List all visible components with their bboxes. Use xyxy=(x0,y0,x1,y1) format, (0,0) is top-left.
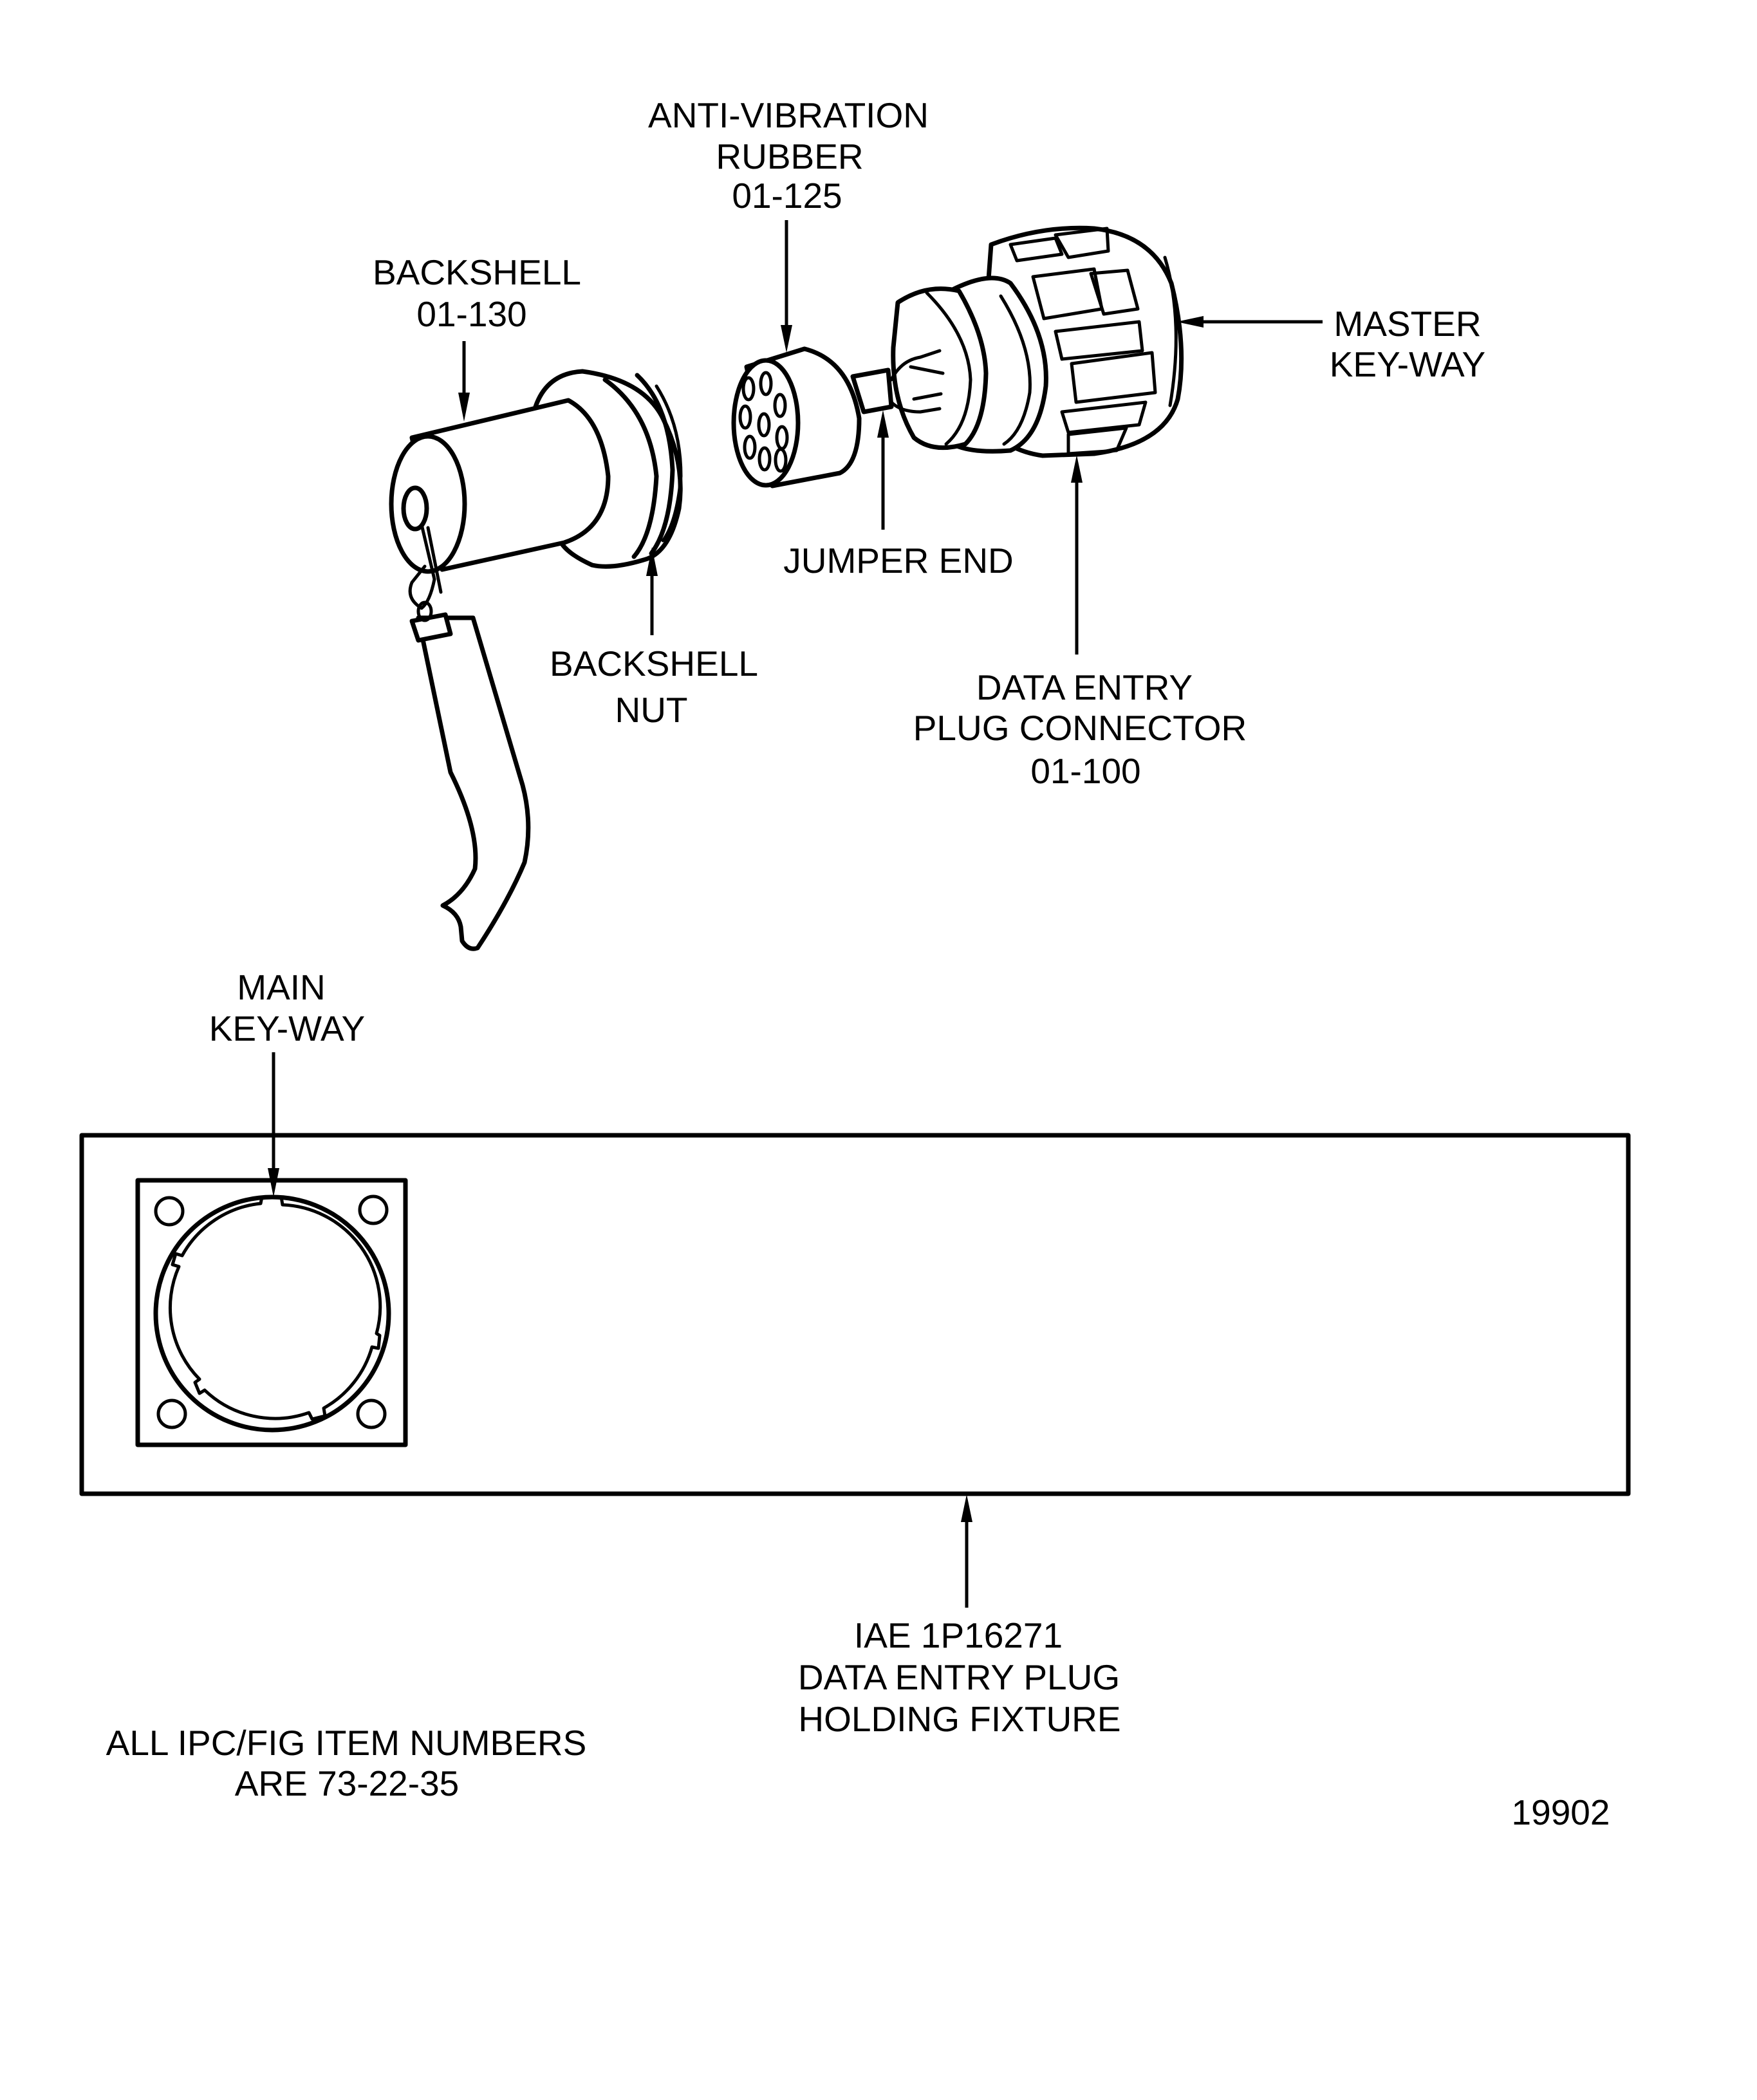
label-holding-fixture: IAE 1P16271 DATA ENTRY PLUG HOLDING FIXT… xyxy=(798,1615,1121,1739)
label-anti-vibration-rubber: ANTI-VIBRATION RUBBER 01-125 xyxy=(648,95,929,216)
leader-main-keyway xyxy=(268,1052,279,1197)
label-line: MAIN xyxy=(237,967,326,1007)
leader-jumper-end xyxy=(877,410,889,530)
ipc-note: ALL IPC/FIG ITEM NUMBERS ARE 73-22-35 xyxy=(106,1723,587,1803)
fixture-plate xyxy=(79,1133,1631,1496)
leader-data-entry-plug-connector xyxy=(1071,455,1083,655)
label-backshell-nut: BACKSHELL NUT xyxy=(550,644,758,730)
label-line: JUMPER END xyxy=(783,541,1014,581)
backshell-assembly xyxy=(389,369,683,951)
label-line: IAE 1P16271 xyxy=(854,1615,1063,1655)
leader-master-keyway xyxy=(1176,316,1323,328)
figure-number: 19902 xyxy=(1512,1792,1610,1832)
label-main-keyway: MAIN KEY-WAY xyxy=(209,967,365,1048)
receptacle-flange xyxy=(135,1178,408,1447)
label-line: PLUG CONNECTOR xyxy=(913,708,1247,748)
receptacle-inner-ring-with-keyways xyxy=(168,1195,382,1421)
leader-backshell-nut xyxy=(646,547,658,635)
cable-collar xyxy=(409,612,453,643)
label-master-keyway: MASTER KEY-WAY xyxy=(1330,304,1485,384)
label-line: DATA ENTRY PLUG xyxy=(798,1657,1120,1697)
label-line: DATA ENTRY xyxy=(976,667,1193,707)
label-line: HOLDING FIXTURE xyxy=(798,1699,1120,1739)
note-line: ARE 73-22-35 xyxy=(235,1763,460,1803)
mount-hole-br xyxy=(356,1398,387,1429)
rubber-front-face xyxy=(731,358,801,488)
label-line: ANTI-VIBRATION xyxy=(648,95,929,135)
label-line: RUBBER xyxy=(716,136,863,176)
mount-hole-tr xyxy=(358,1194,389,1225)
note-line: ALL IPC/FIG ITEM NUMBERS xyxy=(106,1723,587,1763)
label-line: 01-100 xyxy=(1030,751,1140,791)
label-backshell: BACKSHELL 01-130 xyxy=(373,252,581,334)
label-line: 01-130 xyxy=(416,294,526,334)
label-line: BACKSHELL xyxy=(373,252,581,292)
connector-keys xyxy=(1009,227,1178,456)
label-line: NUT xyxy=(615,690,687,730)
label-line: 01-125 xyxy=(732,176,842,216)
label-line: KEY-WAY xyxy=(209,1008,365,1048)
leader-backshell xyxy=(458,341,470,422)
label-line: BACKSHELL xyxy=(550,644,758,683)
holding-fixture-drawing xyxy=(79,1133,1631,1496)
cable xyxy=(416,615,531,951)
label-line: KEY-WAY xyxy=(1330,344,1485,384)
connector-drawing xyxy=(889,225,1184,458)
leader-holding-fixture xyxy=(961,1494,972,1608)
leader-anti-vibration-rubber xyxy=(781,220,792,353)
rubber-pin-holes xyxy=(738,371,789,473)
label-data-entry-plug-connector: DATA ENTRY PLUG CONNECTOR 01-100 xyxy=(913,667,1247,791)
label-jumper-end: JUMPER END xyxy=(783,541,1014,581)
lanyard-clip xyxy=(408,523,443,610)
anti-vibration-rubber-drawing xyxy=(731,346,894,488)
label-line: MASTER xyxy=(1334,304,1481,344)
receptacle-outer-ring xyxy=(153,1194,391,1433)
lanyard-hole xyxy=(401,485,429,532)
mount-hole-tl xyxy=(154,1196,185,1227)
mount-hole-bl xyxy=(156,1398,187,1429)
